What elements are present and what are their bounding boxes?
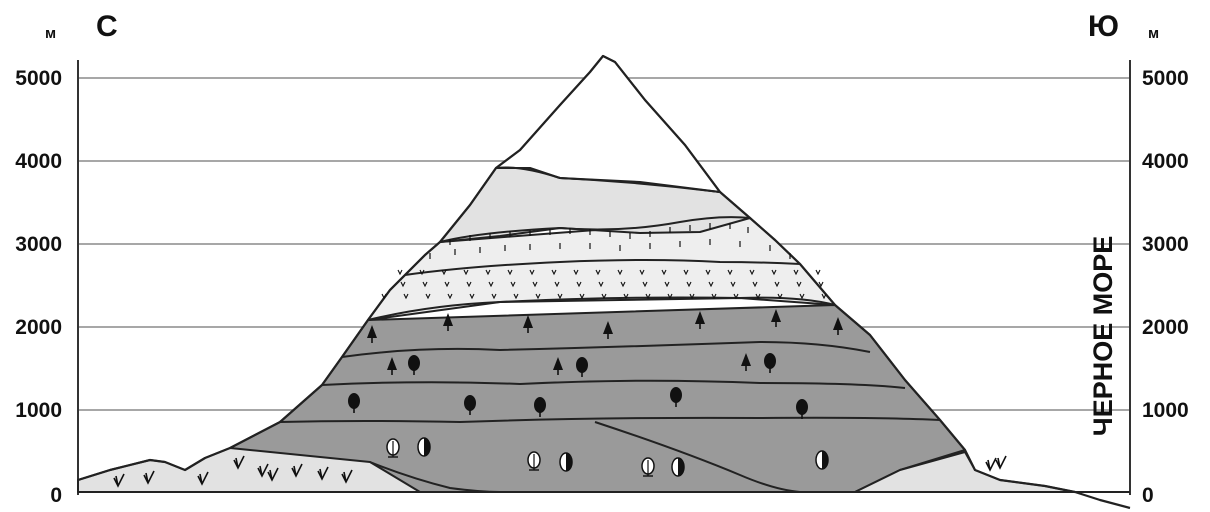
left-unit-label: м (45, 25, 56, 42)
black-sea-label: ЧЕРНОЕ МОРЕ (1088, 236, 1118, 437)
right-tick-1000: 1000 (1142, 399, 1189, 422)
right-tick-0: 0 (1142, 484, 1154, 507)
south-direction-label: Ю (1088, 10, 1119, 43)
meadow-grass-dot-icon (816, 270, 820, 274)
deciduous-tree-icon (560, 453, 572, 471)
left-tick-4000: 4000 (15, 150, 62, 173)
right-tick-3000: 3000 (1142, 233, 1189, 256)
left-tick-5000: 5000 (15, 67, 62, 90)
north-direction-label: С (96, 10, 118, 43)
left-tick-labels: 5000 4000 3000 2000 1000 0 (15, 67, 62, 507)
meadow-grass-dot-icon (398, 270, 402, 274)
right-tick-5000: 5000 (1142, 67, 1189, 90)
deciduous-tree-icon (672, 458, 684, 476)
left-tick-3000: 3000 (15, 233, 62, 256)
grass-icon (996, 456, 1006, 468)
deciduous-tree-icon (418, 438, 430, 456)
grass-icon (986, 458, 996, 470)
right-unit-label: м (1148, 25, 1159, 42)
right-tick-labels: 5000 4000 3000 2000 1000 0 (1142, 67, 1189, 507)
left-tick-2000: 2000 (15, 316, 62, 339)
subalpine-meadow-zone (368, 218, 835, 320)
right-tick-4000: 4000 (1142, 150, 1189, 173)
left-tick-1000: 1000 (15, 399, 62, 422)
right-tick-2000: 2000 (1142, 316, 1189, 339)
left-tick-0: 0 (50, 484, 62, 507)
deciduous-tree-icon (816, 451, 828, 469)
